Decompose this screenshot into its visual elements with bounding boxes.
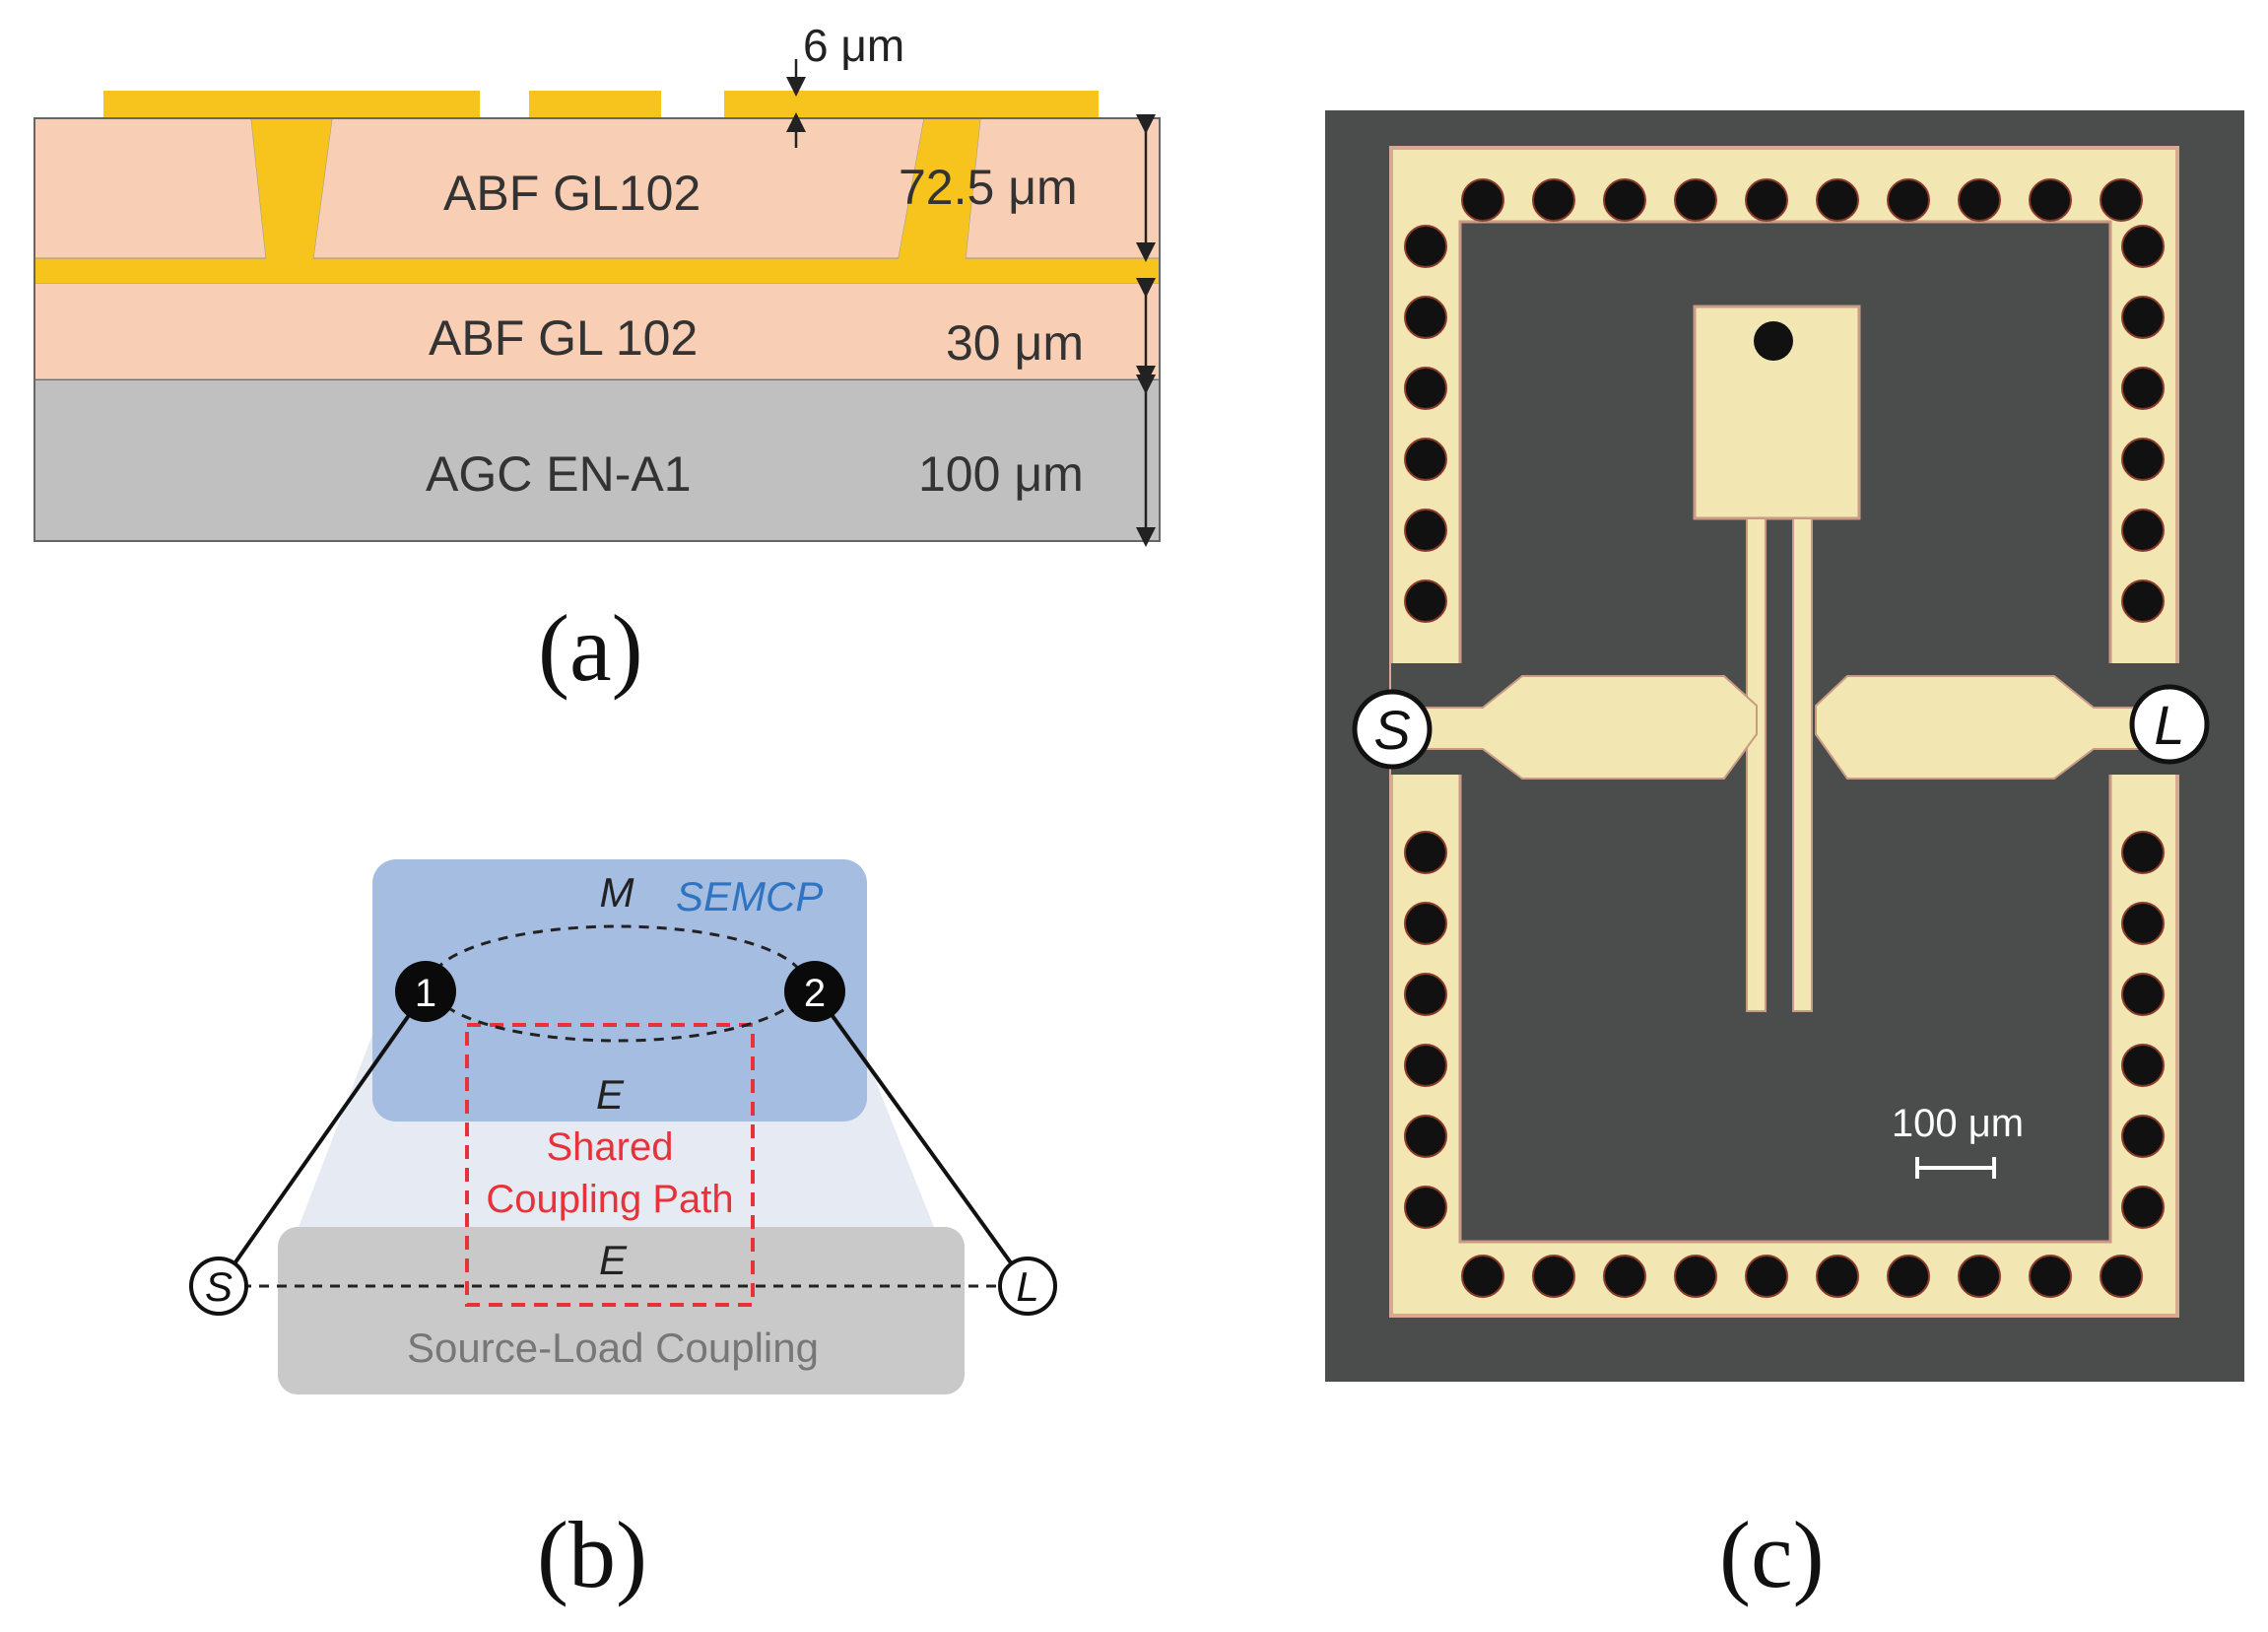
resonator-line-right: [1792, 517, 1813, 1012]
node2-to-load-line: [813, 989, 1030, 1288]
via-hole: [1603, 178, 1646, 222]
via-hole: [1404, 1044, 1447, 1087]
svg-text:S: S: [205, 1263, 233, 1310]
resonator-node-2: 2: [784, 961, 845, 1022]
via-hole: [1816, 1255, 1859, 1298]
via-hole: [2121, 1044, 2165, 1087]
via-hole: [2100, 1255, 2143, 1298]
source-load-box: [278, 1227, 965, 1394]
via-hole: [1461, 1255, 1504, 1298]
via-hole: [1461, 178, 1504, 222]
via-hole: [1404, 438, 1447, 481]
via-hole: [2121, 509, 2165, 552]
via-hole: [1887, 178, 1930, 222]
shared-coupling-path-box: [465, 1023, 755, 1307]
via-hole: [1404, 831, 1447, 874]
e-upper-label: E: [596, 1071, 625, 1118]
svg-text:S: S: [1373, 699, 1410, 761]
source-feedline: [1418, 675, 1758, 780]
shared-label-line1: Shared: [547, 1125, 674, 1169]
resonator-line-left: [1746, 517, 1767, 1012]
via-hole: [1532, 178, 1575, 222]
via-hole: [1404, 225, 1447, 268]
load-port: L: [998, 1257, 1057, 1316]
semcp-box: [372, 859, 867, 1122]
via-hole: [1958, 178, 2001, 222]
top-metal-traces: [103, 91, 1099, 118]
via-hole: [2100, 178, 2143, 222]
via-hole: [2121, 1115, 2165, 1158]
abf-upper-layer: [33, 117, 1161, 259]
via-hole: [2121, 902, 2165, 945]
m-label: M: [600, 869, 634, 916]
via-hole: [2121, 579, 2165, 623]
chip-load-port: L: [2129, 684, 2210, 765]
via-hole: [1532, 1255, 1575, 1298]
via-hole: [1674, 178, 1717, 222]
dimension-arrows: [786, 59, 1156, 547]
abf-upper-name: ABF GL102: [443, 166, 700, 221]
via-hole: [1958, 1255, 2001, 1298]
via-hole: [1745, 178, 1788, 222]
source-to-node1-line: [217, 989, 428, 1288]
scale-bar: [1915, 1157, 1996, 1179]
via-hole: [2121, 225, 2165, 268]
via-hole: [1404, 1186, 1447, 1229]
svg-text:L: L: [2154, 694, 2184, 756]
abf-lower-layer: [33, 282, 1161, 380]
via-hole: [2121, 831, 2165, 874]
caption-c: (c): [1719, 1502, 1825, 1607]
via-hole: [1404, 296, 1447, 339]
via-hole: [2029, 1255, 2072, 1298]
pad-via: [1754, 321, 1793, 361]
via-fill: [251, 118, 980, 258]
via-hole: [1404, 509, 1447, 552]
via-holes: [1404, 178, 2165, 1298]
glass-core-name: AGC EN-A1: [426, 446, 692, 502]
e-lower-label: E: [599, 1237, 628, 1283]
glass-core-layer: [33, 378, 1161, 542]
via-hole: [2121, 438, 2165, 481]
abf-lower-name: ABF GL 102: [429, 310, 698, 366]
via-hole: [1745, 1255, 1788, 1298]
via-hole: [2121, 296, 2165, 339]
shared-label-line2: Coupling Path: [486, 1178, 733, 1221]
glass-core-thickness: 100 μm: [918, 446, 1084, 502]
via-hole: [2121, 367, 2165, 410]
semcp-label: SEMCP: [676, 873, 823, 919]
scale-bar-label: 100 μm: [1892, 1102, 2024, 1145]
via-hole: [1404, 902, 1447, 945]
via-hole: [1404, 367, 1447, 410]
via-hole: [1674, 1255, 1717, 1298]
via-hole: [1816, 178, 1859, 222]
via-hole: [2121, 1186, 2165, 1229]
panel-a-stackup: 6 μm ABF GL102 72.5 μm ABF GL 102 30 μm …: [33, 20, 1161, 701]
chip-source-port: S: [1352, 689, 1433, 770]
load-feedline: [1815, 675, 2159, 780]
top-metal-thickness-label: 6 μm: [803, 20, 904, 71]
svg-text:L: L: [1016, 1263, 1038, 1310]
caption-a: (a): [538, 595, 643, 701]
via-hole: [1603, 1255, 1646, 1298]
svg-text:1: 1: [415, 972, 436, 1015]
via-hole: [1404, 973, 1447, 1016]
inner-metal-plane: [34, 258, 1160, 283]
panel-b-coupling-diagram: 1 2 S L M SEMCP E Shared Coupling Path E…: [189, 859, 1057, 1607]
svg-text:2: 2: [804, 972, 826, 1015]
via-hole: [1404, 579, 1447, 623]
via-hole: [2121, 973, 2165, 1016]
via-hole: [1887, 1255, 1930, 1298]
abf-lower-thickness: 30 μm: [946, 315, 1084, 371]
resonator-node-1: 1: [395, 961, 456, 1022]
via-hole: [1404, 1115, 1447, 1158]
panel-c-chip-photo: S L 100 μm (c): [1325, 110, 2244, 1607]
abf-upper-thickness: 72.5 μm: [899, 160, 1078, 215]
source-load-label: Source-Load Coupling: [407, 1325, 819, 1371]
source-port: S: [189, 1257, 248, 1316]
via-hole: [2029, 178, 2072, 222]
caption-b: (b): [537, 1502, 647, 1607]
